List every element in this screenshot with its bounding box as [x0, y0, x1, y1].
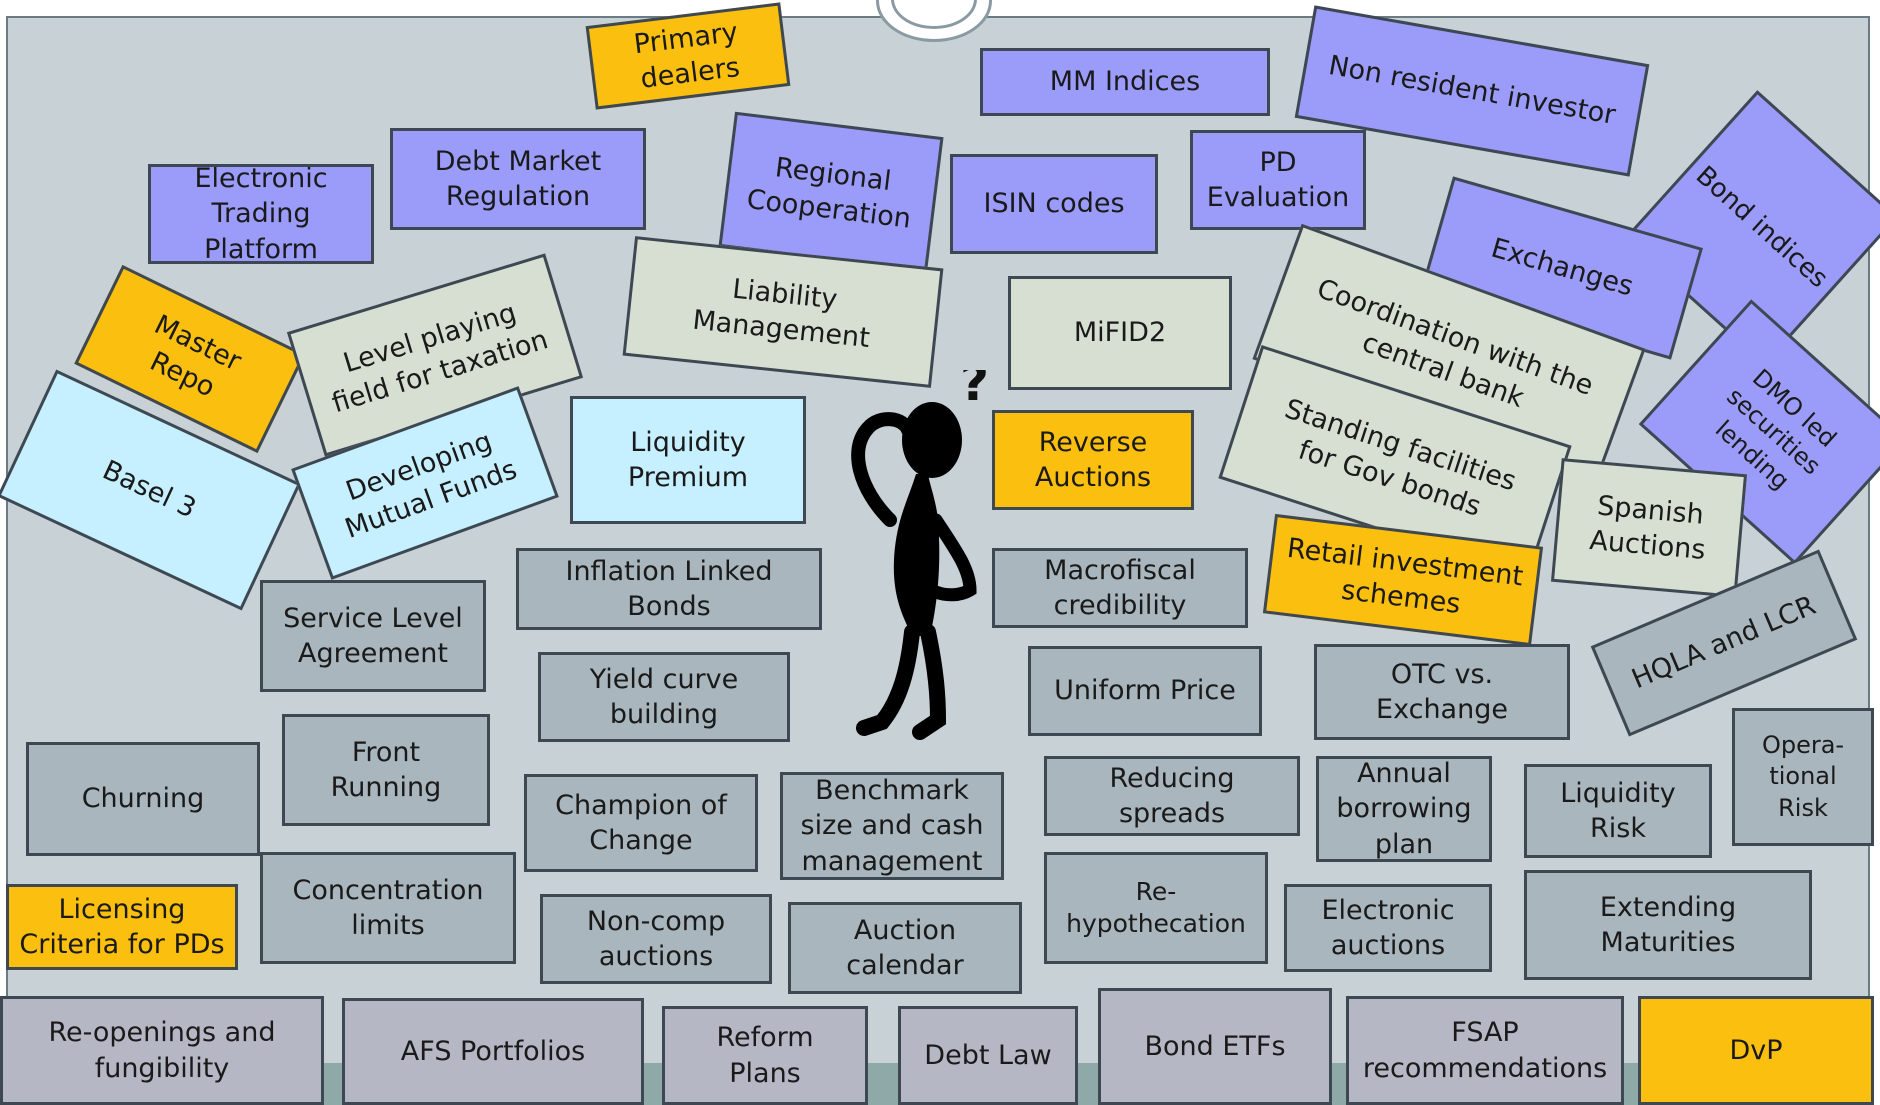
concept-box-reverse-auctions: Reverse Auctions — [992, 410, 1194, 510]
question-mark: ? — [960, 370, 989, 412]
concept-box-debt-law: Debt Law — [898, 1006, 1078, 1105]
concept-box-liquidity-premium: Liquidity Premium — [570, 396, 806, 524]
concept-box-otc-vs-exchange: OTC vs. Exchange — [1314, 644, 1570, 740]
concept-box-champion-of-change: Champion of Change — [524, 774, 758, 872]
concept-box-annual-borrowing-plan: Annual borrowing plan — [1316, 756, 1492, 862]
concept-box-extending-maturities: Extending Maturities — [1524, 870, 1812, 980]
concept-box-reform-plans: Reform Plans — [662, 1006, 868, 1105]
concept-box-concentration-limits: Concentration limits — [260, 852, 516, 964]
concept-box-non-comp-auctions: Non-comp auctions — [540, 894, 772, 984]
concept-box-inflation-linked-bonds: Inflation Linked Bonds — [516, 548, 822, 630]
concept-box-pd-evaluation: PD Evaluation — [1190, 130, 1366, 230]
concept-box-benchmark-size: Benchmark size and cash management — [780, 772, 1004, 880]
concept-box-mifid2: MiFID2 — [1008, 276, 1232, 390]
concept-box-debt-market-regulation: Debt Market Regulation — [390, 128, 646, 230]
concept-box-front-running: Front Running — [282, 714, 490, 826]
concept-box-liquidity-risk: Liquidity Risk — [1524, 764, 1712, 858]
thinking-person-icon: ? — [851, 370, 989, 740]
concept-box-bond-etfs: Bond ETFs — [1098, 988, 1332, 1105]
concept-box-re-hypothecation: Re- hypothecation — [1044, 852, 1268, 964]
concept-box-mm-indices: MM Indices — [980, 48, 1270, 116]
concept-box-uniform-price: Uniform Price — [1028, 646, 1262, 736]
concept-box-spanish-auctions: Spanish Auctions — [1550, 458, 1748, 598]
concept-box-licensing-criteria: Licensing Criteria for PDs — [6, 884, 238, 970]
concept-box-re-openings: Re-openings and fungibility — [0, 996, 324, 1105]
concept-box-service-level-agreement: Service Level Agreement — [260, 580, 486, 692]
ring-inner — [891, 0, 977, 29]
concept-box-operational-risk: Opera- tional Risk — [1732, 708, 1874, 846]
concept-box-isin-codes: ISIN codes — [950, 154, 1158, 254]
concept-box-electronic-auctions: Electronic auctions — [1284, 884, 1492, 972]
concept-box-fsap-recommendations: FSAP recommendations — [1346, 996, 1624, 1105]
concept-box-dvp: DvP — [1638, 996, 1874, 1105]
concept-box-macrofiscal-credibility: Macrofiscal credibility — [992, 548, 1248, 628]
concept-box-churning: Churning — [26, 742, 260, 856]
concept-box-auction-calendar: Auction calendar — [788, 902, 1022, 994]
concept-box-afs-portfolios: AFS Portfolios — [342, 998, 644, 1105]
concept-box-electronic-trading-platform: Electronic Trading Platform — [148, 164, 374, 264]
concept-box-reducing-spreads: Reducing spreads — [1044, 756, 1300, 836]
concept-box-yield-curve-building: Yield curve building — [538, 652, 790, 742]
